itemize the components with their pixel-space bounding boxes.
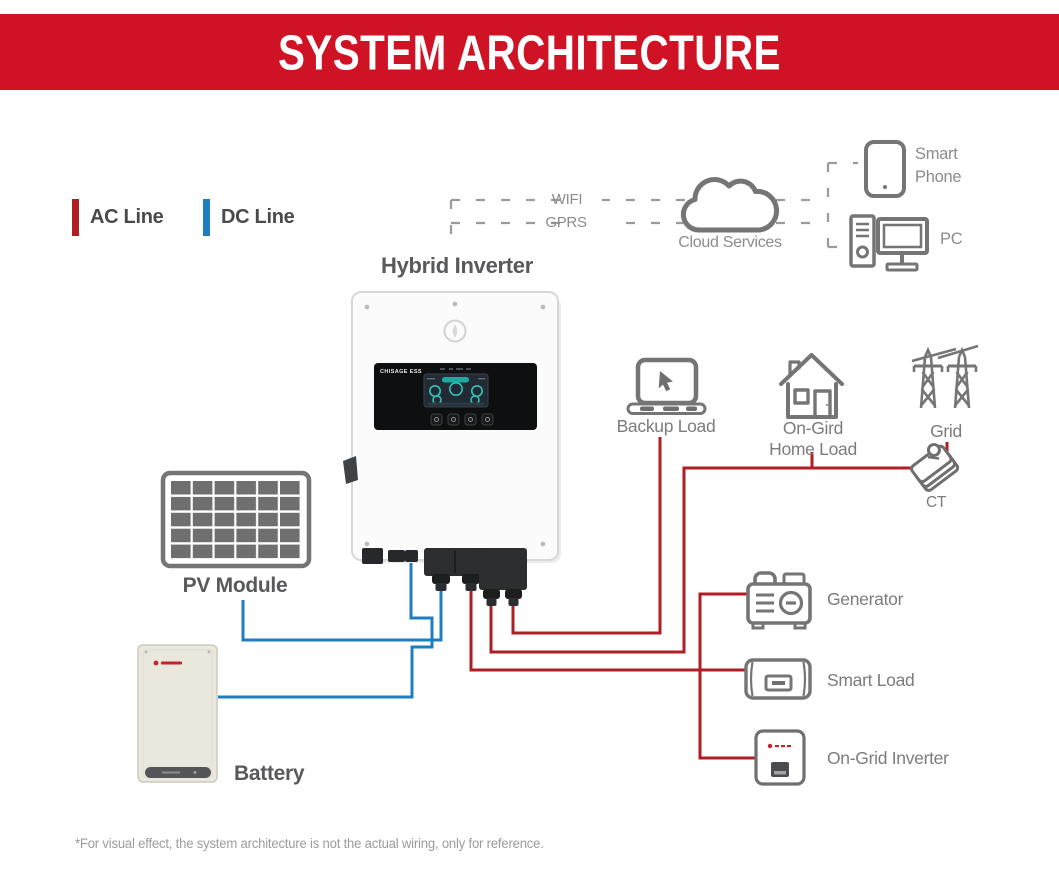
pv-module-label: PV Module [182,574,288,597]
ac-wire-home-load-ct [489,466,918,654]
dc-wire-pv-to-inverter [241,584,443,642]
home-load-label-line2: Home Load [769,438,857,459]
pc-label: PC [940,230,963,248]
wifi-label: WIFI [552,191,603,208]
smart-phone-label: Smart Phone [915,145,962,187]
dc-wire-battery-to-inverter [218,557,434,699]
on-grid-inverter-icon [754,729,806,786]
pc-icon [849,214,929,272]
grid-icon [911,344,979,409]
bottom-connectors [362,548,527,606]
ac-wire-smart-load [469,586,746,672]
hybrid-inverter-device: CHISAGE ESS [343,291,561,606]
cloud-services-label: Cloud Services [678,234,782,251]
pv-module-icon [160,470,312,569]
ac-line-label: AC Line [90,206,164,228]
smart-load-label: Smart Load [827,670,915,690]
home-load-label-line1: On-Gird [782,418,844,438]
generator-icon [746,571,812,630]
inverter-panel-brand: CHISAGE ESS [380,369,422,375]
ac-wire-generator-ongrid [698,592,755,760]
panel-touch-buttons [430,413,494,426]
mount-latch [343,456,358,484]
hybrid-inverter-label: Hybrid Inverter [381,253,533,278]
header-banner: SYSTEM ARCHITECTURE [0,14,1059,90]
backup-load-icon [626,357,707,415]
generator-label: Generator [827,589,904,609]
smart-load-icon [744,658,812,700]
page-title: SYSTEM ARCHITECTURE [278,24,781,80]
battery-brand-logo [153,660,182,666]
battery-label: Battery [234,762,305,785]
ct-icon [910,443,960,492]
on-grid-inverter-label: On-Grid Inverter [827,748,949,768]
backup-load-label: Backup Load [616,416,716,436]
dc-line-swatch [203,199,210,236]
panel-indicator-marks [440,368,471,370]
home-load-label: On-Gird Home Load [769,418,857,459]
ct-label: CT [925,494,947,511]
dc-line-label: DC Line [221,206,295,228]
cloud-icon [680,177,780,233]
comm-dashed-links [449,161,858,249]
ac-line-swatch [72,199,79,236]
smart-phone-icon [864,140,906,198]
ac-wire-backup-load [511,437,662,635]
wires [218,437,949,760]
battery-icon [137,644,218,783]
inverter-screen [423,373,489,408]
grid-label: Grid [930,421,962,441]
home-load-icon [779,353,844,419]
gprs-label: GPRS [545,214,613,231]
inverter-brand-emblem [443,319,467,343]
footer-note: *For visual effect, the system architect… [75,836,544,851]
